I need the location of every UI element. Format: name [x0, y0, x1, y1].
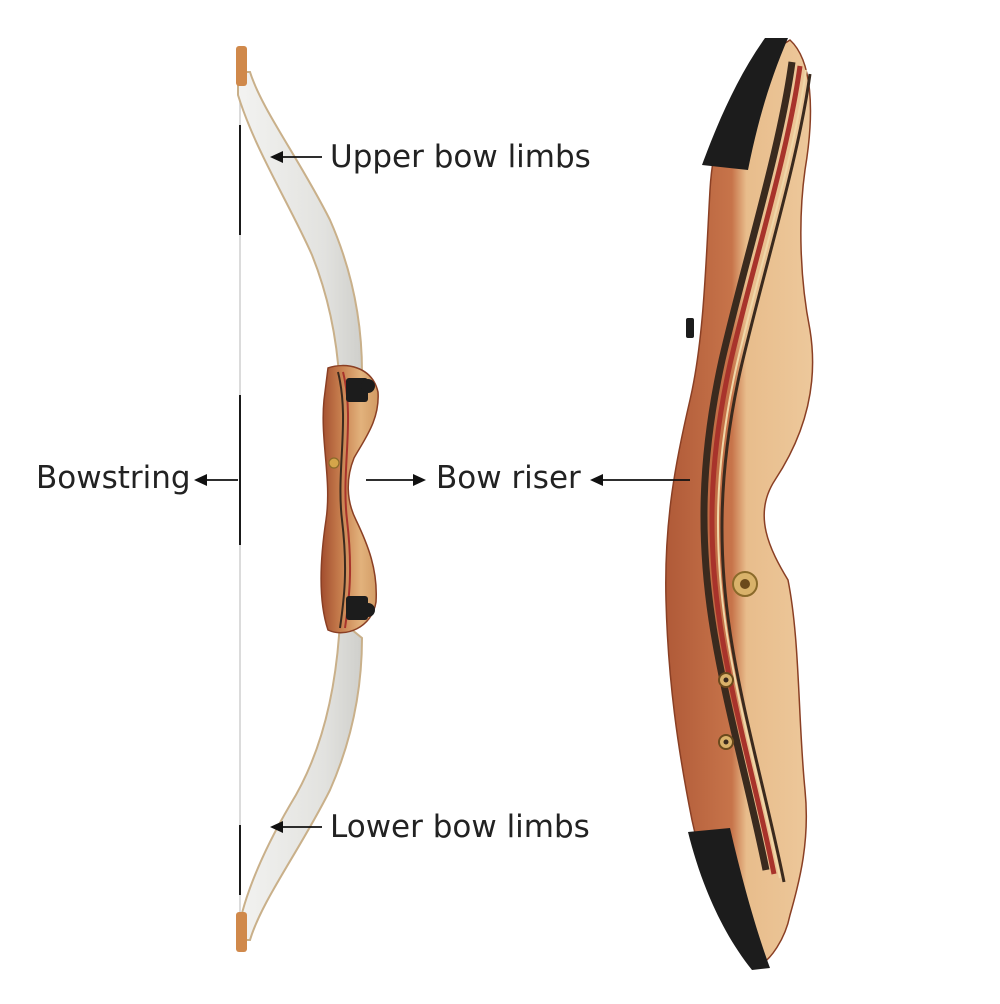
large-riser-brass-insert-3: [718, 734, 734, 750]
bowstring-arrow: [194, 474, 238, 486]
lower-limbs-label: Lower bow limbs: [330, 809, 590, 845]
upper-limbs-arrow: [270, 151, 322, 163]
large-riser-stripe-red: [709, 65, 803, 875]
lower-limb-shape: [236, 617, 364, 941]
upper-limb-bolt: [346, 378, 375, 402]
lower-limb-bolt: [346, 596, 375, 620]
small-riser-brass-insert: [328, 457, 340, 469]
bow-riser-label: Bow riser: [436, 460, 581, 496]
large-riser-brass-insert-main: [732, 571, 758, 597]
large-riser-bottom-pocket: [688, 828, 770, 970]
large-riser-brass-insert-2: [718, 672, 734, 688]
large-riser-stripe-dark-2: [720, 73, 812, 883]
full-bow: [236, 46, 379, 952]
small-riser-shape: [320, 364, 379, 634]
lower-limbs-arrow: [270, 821, 322, 833]
large-riser: [665, 38, 814, 970]
large-riser-top-pocket: [702, 38, 788, 170]
upper-limb-tip: [236, 46, 247, 86]
lower-limb-tip: [236, 912, 247, 952]
riser-left-arrow: [366, 474, 426, 486]
bowstring-label: Bowstring: [36, 460, 191, 496]
large-riser-stripe-dark: [700, 61, 796, 871]
large-riser-side-pin: [686, 318, 694, 338]
upper-limbs-label: Upper bow limbs: [330, 139, 591, 175]
large-riser-shape: [665, 39, 814, 966]
upper-limb-shape: [237, 71, 364, 395]
small-riser-stripe-1: [337, 371, 347, 629]
riser-right-arrow: [590, 474, 690, 486]
large-riser-stripe-light: [716, 69, 807, 879]
